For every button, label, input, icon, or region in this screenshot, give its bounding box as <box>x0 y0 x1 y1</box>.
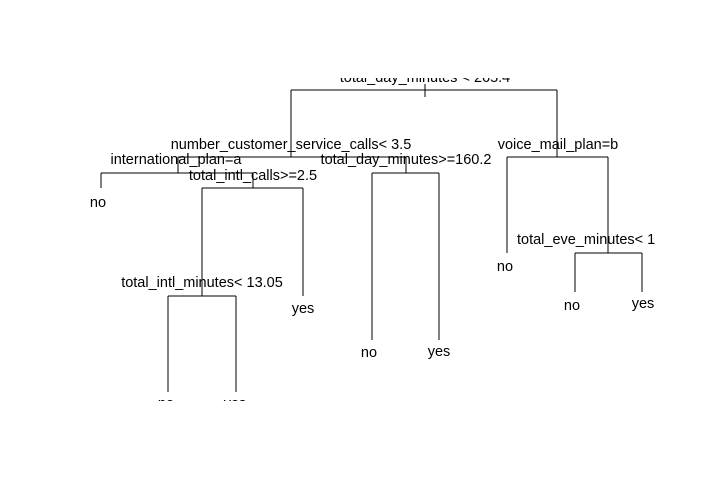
split-label-international-plan: international_plan=a <box>110 152 242 168</box>
split-label-intl-minutes: total_intl_minutes< 13.05 <box>121 275 283 291</box>
leaf-label: yes <box>428 344 451 360</box>
leaf-label: no <box>158 396 174 401</box>
leaf-label: no <box>361 345 377 361</box>
split-label-voice-mail: voice_mail_plan=b <box>498 137 619 153</box>
tree-plot-area: total_day_minutes < 265.4 number_custome… <box>0 78 705 401</box>
leaf-label: yes <box>224 396 247 401</box>
leaf-label: yes <box>292 301 315 317</box>
decision-tree: total_day_minutes < 265.4 number_custome… <box>90 78 655 401</box>
split-label-root: total_day_minutes < 265.4 <box>340 78 511 86</box>
leaf-label: yes <box>632 296 655 312</box>
split-label-day-minutes: total_day_minutes>=160.2 <box>321 152 492 168</box>
leaf-label: no <box>497 259 513 275</box>
split-label-service-calls: number_customer_service_calls< 3.5 <box>171 137 412 153</box>
leaf-label: no <box>90 195 106 211</box>
split-label-eve-minutes: total_eve_minutes< 1 <box>517 232 655 248</box>
leaf-label: no <box>564 298 580 314</box>
split-label-intl-calls: total_intl_calls>=2.5 <box>189 168 317 184</box>
